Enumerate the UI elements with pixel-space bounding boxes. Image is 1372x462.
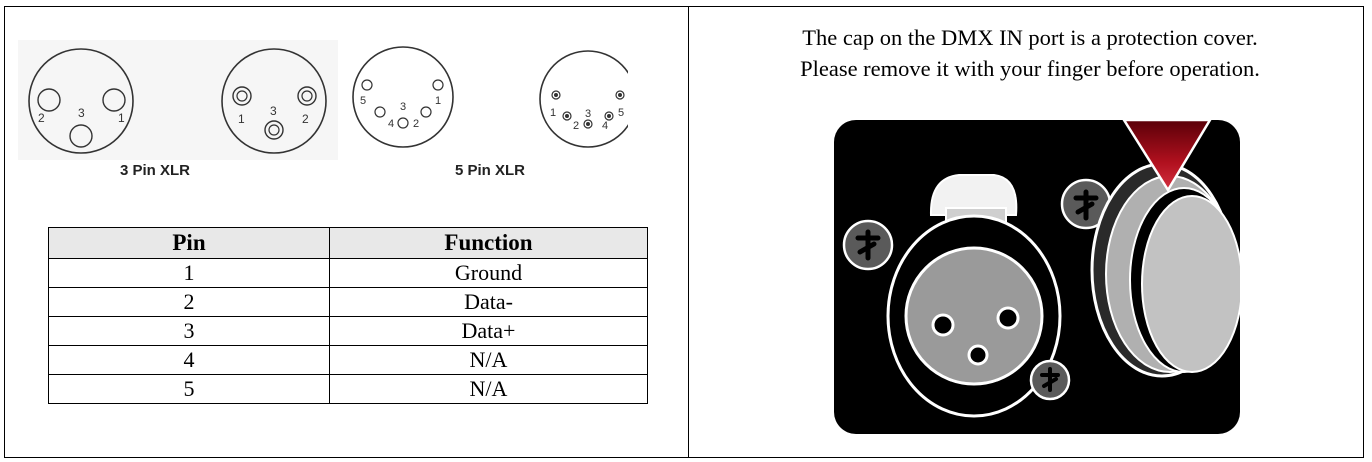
pin-number: 3 [585, 108, 591, 120]
xlr-5pin-female: 5 3 1 4 2 [352, 46, 454, 148]
xlr-pinout-diagram: 2 3 1 1 3 2 5 3 1 4 2 [18, 40, 637, 200]
pin-number: 1 [550, 107, 556, 119]
table-row: 4 N/A [48, 345, 648, 375]
pin-number: 2 [302, 112, 309, 126]
screw-icon [1029, 359, 1071, 401]
dmx-port-cap-illustration [834, 118, 1243, 434]
function-cell: Ground [329, 258, 648, 288]
xlr-5pin-caption: 5 Pin XLR [455, 162, 526, 179]
pin-number: 2 [38, 111, 45, 125]
pin-number: 4 [602, 120, 608, 132]
pin-cell: 4 [48, 345, 330, 375]
pin-cell: 2 [48, 287, 330, 317]
function-cell: N/A [329, 374, 648, 404]
note-line-2: Please remove it with your finger before… [800, 56, 1260, 81]
pin-number: 1 [435, 95, 441, 107]
function-cell: Data- [329, 287, 648, 317]
function-cell: N/A [329, 345, 648, 375]
column-divider [688, 6, 689, 458]
xlr-3pin-male: 1 3 2 [221, 48, 327, 154]
header-pin: Pin [48, 227, 330, 259]
pin-number: 4 [388, 118, 394, 130]
layout-table-frame [4, 6, 1364, 458]
table-row: 2 Data- [48, 287, 648, 317]
xlr-socket-icon [886, 174, 1062, 418]
pin-number: 3 [400, 101, 406, 113]
pin-number: 3 [78, 106, 85, 120]
pin-number: 2 [573, 120, 579, 132]
xlr-3pin-caption: 3 Pin XLR [120, 162, 191, 179]
pin-cell: 1 [48, 258, 330, 288]
red-arrow-icon [1121, 118, 1213, 193]
pin-cell: 5 [48, 374, 330, 404]
pin-function-table: Pin Function 1 Ground 2 Data- 3 Data+ 4 … [48, 227, 648, 404]
table-row: 1 Ground [48, 258, 648, 288]
header-function: Function [329, 227, 648, 259]
table-row: 3 Data+ [48, 316, 648, 346]
function-cell: Data+ [329, 316, 648, 346]
pin-number: 1 [118, 111, 125, 125]
screw-icon [842, 219, 894, 271]
pin-number: 3 [270, 104, 277, 118]
pin-number: 2 [413, 118, 419, 130]
xlr-3pin-female: 2 3 1 [28, 48, 134, 154]
pin-cell: 3 [48, 316, 330, 346]
table-row: 5 N/A [48, 374, 648, 404]
xlr-5pin-male: 1 3 5 2 4 [539, 50, 637, 148]
pin-number: 1 [238, 112, 245, 126]
table-header-row: Pin Function [48, 227, 648, 259]
protection-cap-note: The cap on the DMX IN port is a protecti… [700, 22, 1360, 84]
note-line-1: The cap on the DMX IN port is a protecti… [802, 25, 1258, 50]
pin-number: 5 [618, 107, 624, 119]
pin-number: 5 [360, 95, 366, 107]
